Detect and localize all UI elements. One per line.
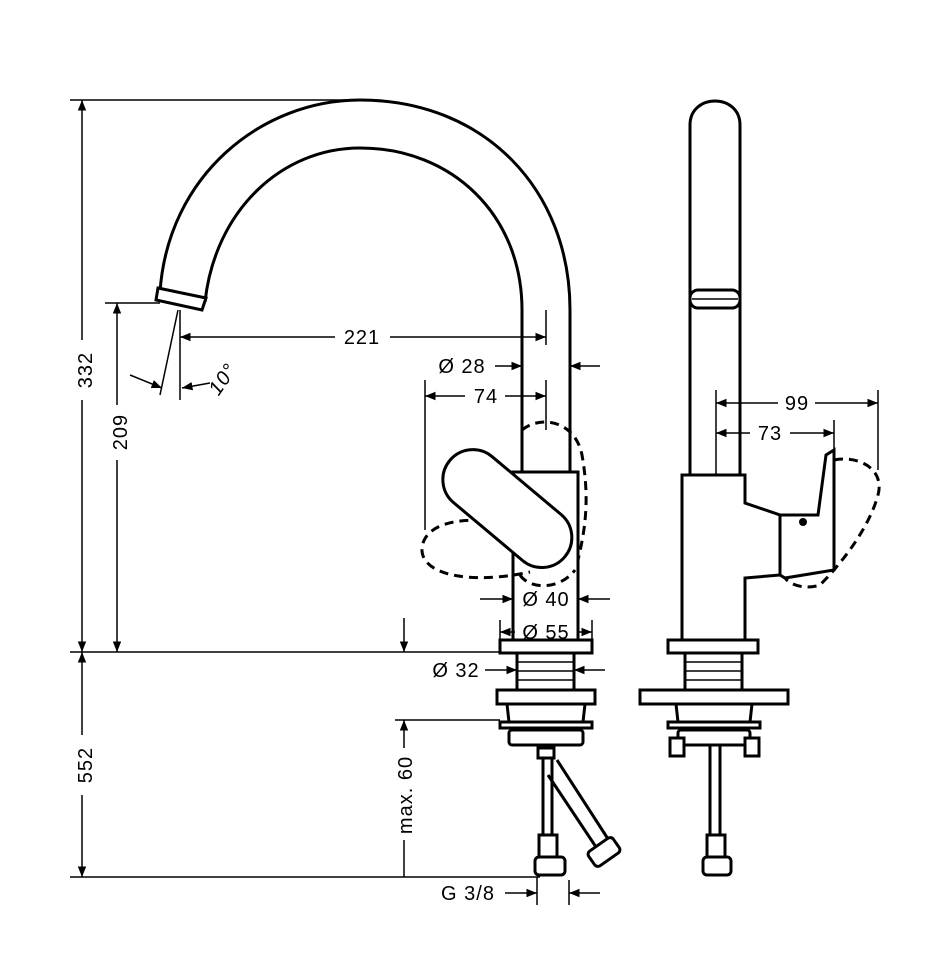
dim-below-deck: 552 [75,747,97,783]
side-view: 99 73 [638,99,881,877]
dim-max-deck-thickness: max. 60 [395,756,417,834]
dim-connection-thread: G 3/8 [441,883,495,905]
dimension-lines-side [715,390,879,475]
lever-handle [441,448,574,569]
dim-handle-depth-max: 99 [785,393,809,415]
dim-handle-reach: 74 [474,386,498,408]
dimension-lines-front [70,99,610,905]
side-handle [778,447,836,580]
dim-body-diameter: Ø 40 [522,589,569,611]
dim-total-height: 332 [75,352,97,388]
side-spout [688,99,742,477]
dim-base-diameter: Ø 55 [522,622,569,644]
dim-spout-reach: 221 [344,327,380,349]
front-view: 332 209 552 221 10° Ø 28 74 Ø 40 Ø 55 Ø … [70,98,622,905]
aerator [154,286,208,312]
dim-spout-height: 209 [110,414,132,450]
dim-handle-depth: 73 [758,423,782,445]
base-and-mounting [495,638,622,877]
dim-shank-diameter: Ø 32 [432,660,479,682]
spout [154,98,572,472]
body [420,420,588,642]
dim-spout-angle: 10° [205,360,242,400]
dimension-labels-front: 332 209 552 221 10° Ø 28 74 Ø 40 Ø 55 Ø … [75,327,569,905]
side-body [680,473,782,642]
dim-spout-diameter: Ø 28 [438,356,485,378]
